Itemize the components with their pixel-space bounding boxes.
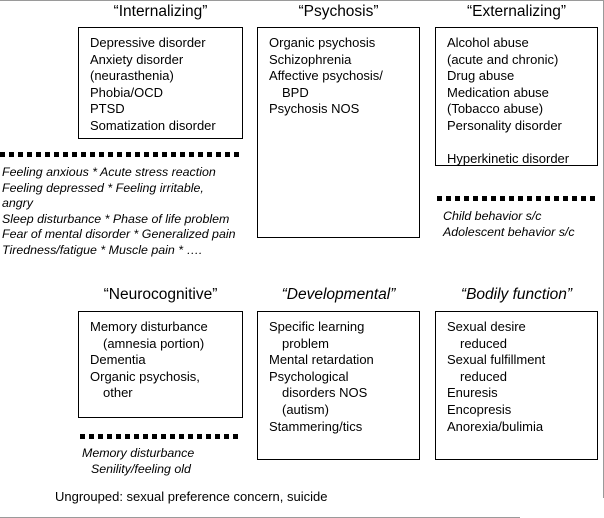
category-item: other bbox=[103, 385, 133, 401]
category-item: (acute and chronic) bbox=[447, 51, 559, 67]
category-box-neurocognitive: Memory disturbance(amnesia portion)Demen… bbox=[78, 311, 243, 418]
symptom-item: angry bbox=[2, 196, 33, 211]
category-list-externalizing: Alcohol abuse(acute and chronic)Drug abu… bbox=[436, 28, 597, 167]
category-item: Alcohol abuse bbox=[447, 35, 529, 50]
category-item: Phobia/OCD bbox=[90, 84, 163, 100]
symptom-item: Child behavior s/c bbox=[443, 209, 542, 223]
dashed-separator-neurocognitive bbox=[80, 434, 241, 439]
category-item: Encopresis bbox=[447, 401, 512, 417]
category-item: Psychosis NOS bbox=[269, 101, 360, 117]
symptom-item: Feeling anxious * Acute stress reaction bbox=[2, 165, 216, 179]
category-item: (autism) bbox=[282, 401, 329, 417]
category-item: Personality disorder bbox=[447, 117, 562, 133]
category-item: Organic psychosis, bbox=[90, 368, 200, 384]
column-title-psychosis: “Psychosis” bbox=[298, 3, 379, 20]
category-item: Specific learning bbox=[269, 319, 365, 334]
ungrouped-note: Ungrouped: sexual preference concern, su… bbox=[55, 489, 328, 504]
symptom-item: Tiredness/fatigue * Muscle pain * …. bbox=[2, 242, 203, 257]
column-title-internalizing: “Internalizing” bbox=[113, 3, 208, 20]
category-item: Mental retardation bbox=[269, 352, 374, 368]
category-item: reduced bbox=[460, 368, 507, 384]
category-list-neurocognitive: Memory disturbance(amnesia portion)Demen… bbox=[79, 312, 242, 402]
category-item: Hyperkinetic disorder bbox=[447, 150, 570, 166]
category-item: (Tobacco abuse) bbox=[447, 101, 544, 117]
category-item: disorders NOS bbox=[282, 385, 368, 401]
category-item: Medication abuse bbox=[447, 84, 549, 100]
category-item: Schizophrenia bbox=[269, 51, 352, 67]
column-title-externalizing: “Externalizing” bbox=[466, 3, 567, 20]
symptom-item: Senility/feeling old bbox=[91, 461, 191, 476]
category-item: BPD bbox=[282, 84, 309, 100]
column-title-developmental: “Developmental” bbox=[281, 286, 396, 303]
category-item: Somatization disorder bbox=[90, 117, 216, 133]
category-item: problem bbox=[282, 335, 329, 351]
category-item: Anxiety disorder bbox=[90, 51, 184, 67]
symptom-item: Feeling depressed * Feeling irritable, bbox=[2, 180, 204, 195]
category-item: Psychological bbox=[269, 368, 349, 384]
dashed-separator-internalizing bbox=[0, 152, 243, 157]
column-title-neurocognitive: “Neurocognitive” bbox=[103, 286, 218, 303]
dashed-separator-externalizing bbox=[437, 196, 598, 201]
category-box-externalizing: Alcohol abuse(acute and chronic)Drug abu… bbox=[435, 27, 598, 166]
category-item: (neurasthenia) bbox=[90, 68, 174, 84]
symptom-item: Adolescent behavior s/c bbox=[443, 224, 575, 239]
category-item: Organic psychosis bbox=[269, 35, 376, 50]
symptom-item: Memory disturbance bbox=[82, 446, 195, 460]
category-item: Sexual desire bbox=[447, 319, 526, 334]
symptom-item: Sleep disturbance * Phase of life proble… bbox=[2, 211, 230, 226]
category-item: Memory disturbance bbox=[90, 319, 208, 334]
category-item: Dementia bbox=[90, 352, 146, 368]
column-title-bodily-function: “Bodily function” bbox=[460, 286, 573, 303]
category-item: Depressive disorder bbox=[90, 35, 206, 50]
category-item: Affective psychosis/ bbox=[269, 68, 383, 84]
category-item: Sexual fulfillment bbox=[447, 352, 546, 368]
category-item: reduced bbox=[460, 335, 507, 351]
category-item: Stammering/tics bbox=[269, 418, 363, 434]
category-item: Anorexia/bulimia bbox=[447, 418, 544, 434]
category-item: Drug abuse bbox=[447, 68, 515, 84]
frame-border-top bbox=[0, 0, 604, 1]
category-item: (amnesia portion) bbox=[103, 335, 205, 351]
symptom-item: Fear of mental disorder * Generalized pa… bbox=[2, 227, 236, 242]
category-item: Enuresis bbox=[447, 385, 498, 401]
category-item: PTSD bbox=[90, 101, 125, 117]
